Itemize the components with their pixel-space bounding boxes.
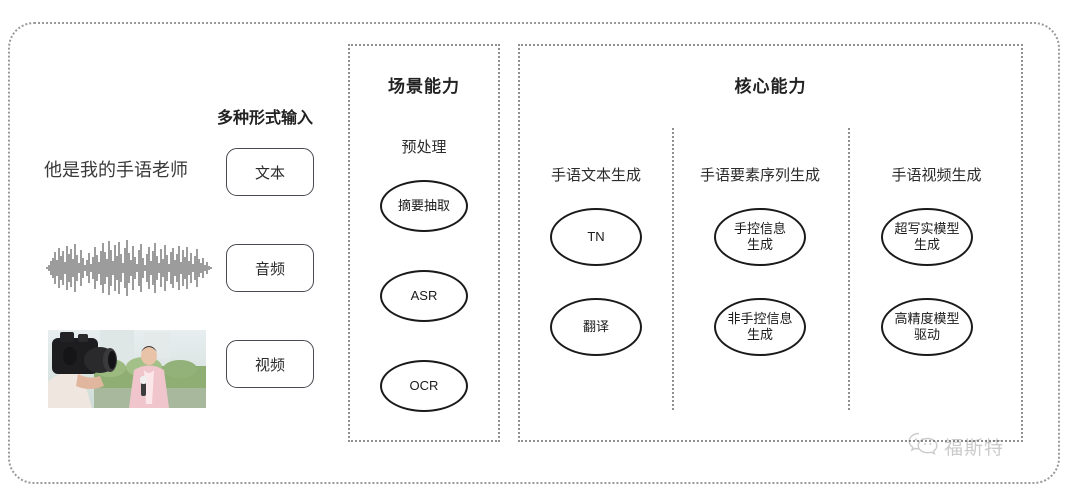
core-column-divider-2 — [848, 128, 850, 410]
scene-node-ocr[interactable]: OCR — [380, 360, 468, 412]
wechat-icon — [908, 432, 938, 461]
watermark-text: 福斯特 — [944, 438, 1005, 459]
core-column-divider-1 — [672, 128, 674, 410]
input-button-audio-label: 音频 — [254, 260, 285, 278]
core-capability-title: 核心能力 — [734, 77, 807, 96]
core-node-hyperrealistic-model-generation[interactable]: 超写实模型 生成 — [881, 208, 973, 266]
core-node-tn[interactable]: TN — [550, 208, 642, 266]
sample-input-text: 他是我的手语老师 — [44, 160, 188, 180]
input-button-text[interactable]: 文本 — [226, 148, 314, 196]
outer-frame — [8, 22, 1060, 484]
scene-capability-title: 场景能力 — [388, 77, 460, 96]
input-button-video-label: 视频 — [254, 356, 285, 374]
core-node-non-manual-signal-generation[interactable]: 非手控信息 生成 — [714, 298, 806, 356]
audio-waveform-icon — [46, 238, 212, 298]
core-node-translation[interactable]: 翻译 — [550, 298, 642, 356]
input-section-heading: 多种形式输入 — [217, 110, 314, 127]
input-button-video[interactable]: 视频 — [226, 340, 314, 388]
core-column-3-label: 手语视频生成 — [891, 167, 982, 184]
video-thumbnail-icon — [48, 330, 206, 408]
scene-group-label: 预处理 — [401, 139, 447, 156]
watermark: 福斯特 — [908, 432, 1004, 461]
core-column-2-label: 手语要素序列生成 — [699, 167, 820, 184]
scene-capability-panel: 场景能力 预处理 摘要抽取 ASR OCR — [348, 44, 500, 442]
core-capability-panel: 核心能力 手语文本生成 TN 翻译 手语要素序列生成 手控信息 生成 非手控信息… — [518, 44, 1023, 442]
input-button-audio[interactable]: 音频 — [226, 244, 314, 292]
input-button-text-label: 文本 — [254, 164, 285, 182]
scene-node-summary-extraction[interactable]: 摘要抽取 — [380, 180, 468, 232]
scene-node-asr[interactable]: ASR — [380, 270, 468, 322]
core-node-high-precision-model-driving[interactable]: 高精度模型 驱动 — [881, 298, 973, 356]
core-column-1-label: 手语文本生成 — [550, 167, 641, 184]
core-node-manual-signal-generation[interactable]: 手控信息 生成 — [714, 208, 806, 266]
